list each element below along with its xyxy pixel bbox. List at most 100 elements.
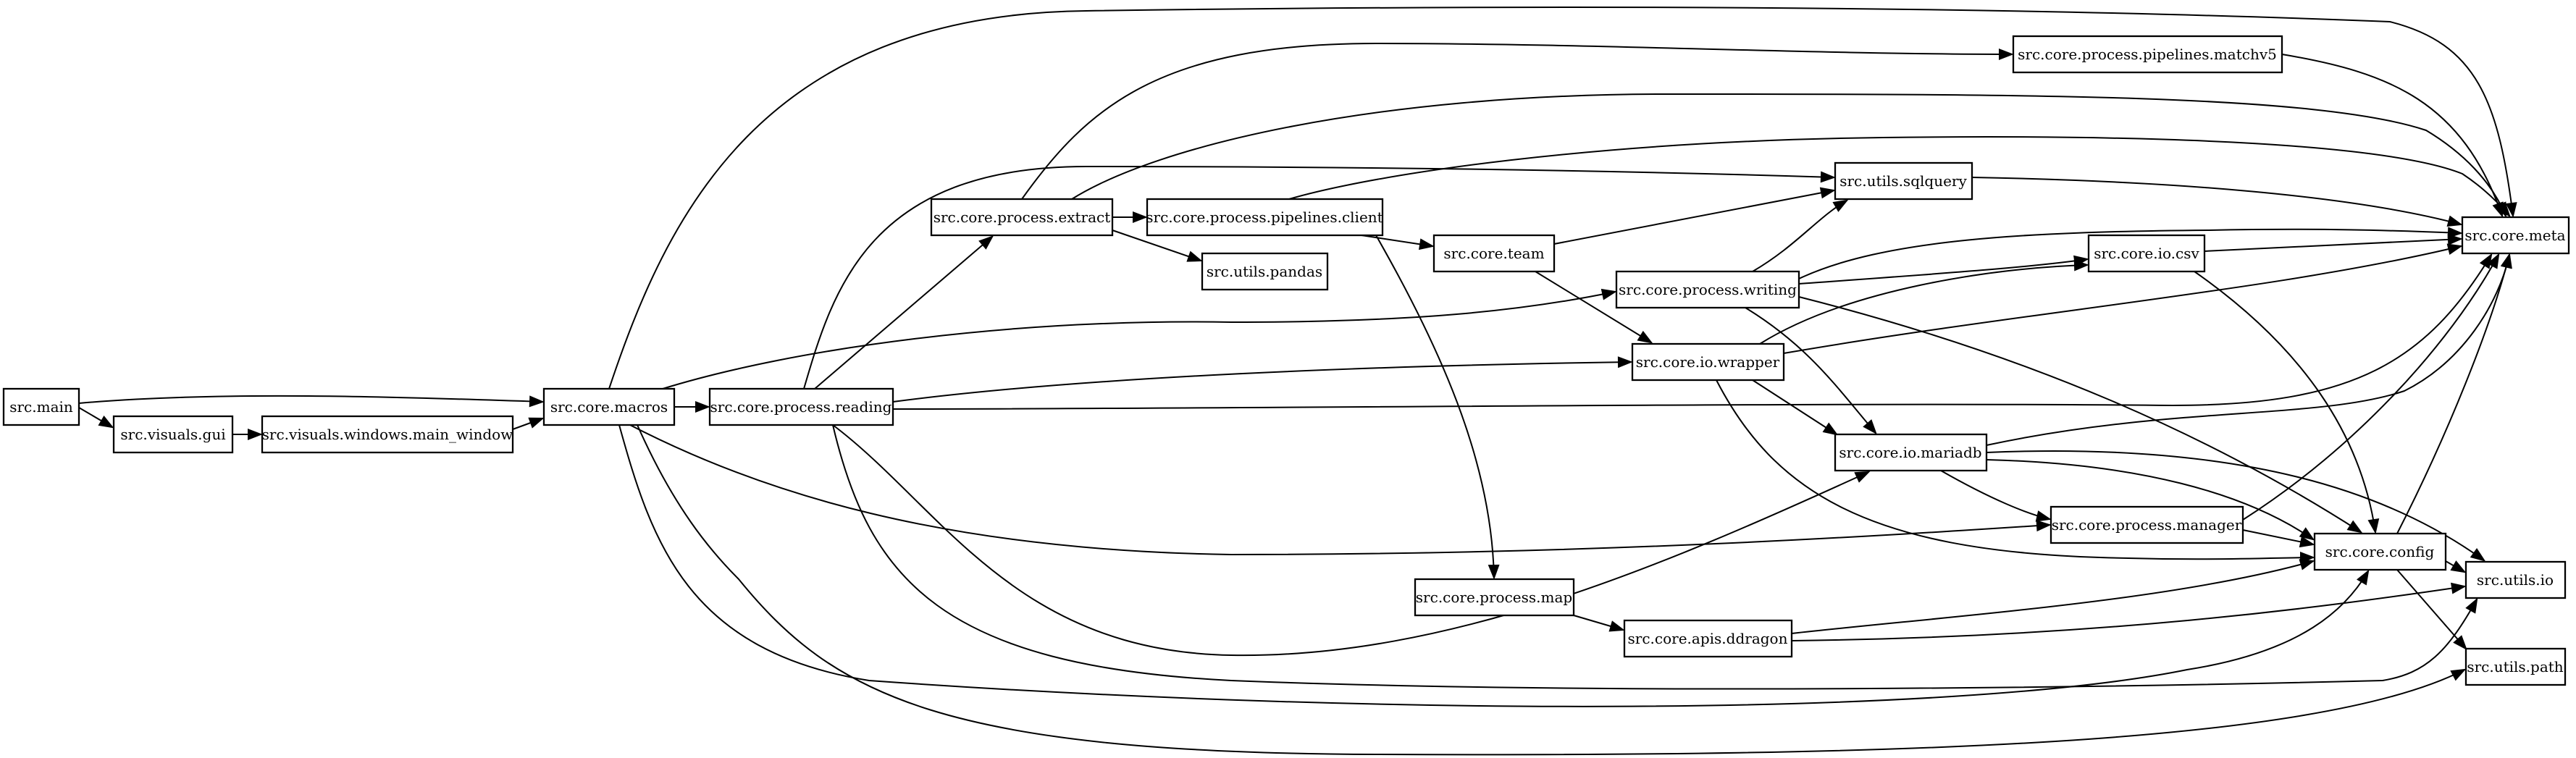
arrow-head [2367, 518, 2380, 534]
arrow-head [695, 401, 710, 413]
edge-src_core_macros-to-src_core_config [618, 424, 2370, 707]
node-src-core-process-reading[interactable]: src.core.process.reading [708, 387, 894, 426]
edge-line [1752, 200, 1847, 272]
arrow-head [1820, 171, 1836, 183]
edge-line [1535, 271, 1652, 343]
edge-src_core_io_wrapper-to-src_core_meta [1783, 243, 2463, 354]
node-src-utils-io[interactable]: src.utils.io [2464, 560, 2567, 599]
node-src-utils-path[interactable]: src.utils.path [2464, 647, 2567, 686]
edge-line [78, 395, 543, 404]
node-src-core-config[interactable]: src.core.config [2313, 532, 2447, 571]
node-label: src.visuals.gui [120, 426, 225, 443]
edge-line [1940, 470, 2050, 520]
node-label: src.core.team [1443, 245, 1544, 262]
node-src-core-io-mariadb[interactable]: src.core.io.mariadb [1834, 433, 1988, 472]
arrow-head [2299, 536, 2315, 548]
edge-src_core_process_reading-to-src_utils_sqlquery [803, 165, 1836, 389]
edge-src_main-to-src_visuals_gui [78, 407, 114, 429]
arrow-head [1819, 187, 1836, 199]
edge-src_core_io_mariadb-to-src_core_config [1986, 459, 2315, 541]
edge-src_core_process_writing-to-src_core_io_mariadb [1745, 307, 1877, 435]
node-label: src.core.process.map [1416, 589, 1572, 606]
node-label: src.utils.io [2477, 571, 2554, 589]
node-src-core-process-manager[interactable]: src.core.process.manager [2050, 505, 2244, 544]
edge-line [1791, 586, 2465, 641]
node-src-core-team[interactable]: src.core.team [1432, 234, 1556, 273]
edge-src_core_io_mariadb-to-src_core_meta [1986, 253, 2512, 446]
edge-line [832, 424, 1869, 657]
arrow-head [1608, 620, 1625, 632]
edge-line [1021, 42, 2013, 200]
node-src-visuals-windows-main-window[interactable]: src.visuals.windows.main_window [261, 415, 514, 454]
arrow-head [2450, 668, 2467, 681]
arrow-head [978, 235, 994, 250]
arrow-head [2073, 259, 2089, 271]
arrow-head [2451, 582, 2467, 594]
arrow-head [1133, 211, 1148, 223]
node-label: src.core.io.wrapper [1636, 353, 1780, 371]
edge-line [1986, 459, 2314, 540]
nodes-layer: src.main src.visuals.gui src.visuals.win… [2, 35, 2570, 686]
edge-src_core_process_writing-to-src_core_io_csv [1798, 255, 2089, 285]
edge-line [1783, 245, 2462, 354]
arrow-head [1186, 250, 1203, 262]
edge-src_core_process_reading-to-src_core_io_mariadb [832, 424, 1871, 657]
arrow-head [2470, 548, 2486, 562]
arrow-head [2479, 253, 2493, 269]
node-label: src.utils.path [2467, 658, 2563, 675]
edge-line [1798, 258, 2088, 285]
arrow-head [2447, 227, 2463, 239]
edge-src_core_process_reading-to-src_utils_io [832, 424, 2478, 690]
node-src-core-process-extract[interactable]: src.core.process.extract [930, 198, 1114, 237]
node-src-core-io-wrapper[interactable]: src.core.io.wrapper [1631, 342, 1785, 382]
node-src-utils-pandas[interactable]: src.utils.pandas [1201, 252, 1329, 291]
arrow-head [1832, 199, 1849, 212]
node-label: src.core.meta [2464, 227, 2565, 244]
node-src-core-io-csv[interactable]: src.core.io.csv [2087, 234, 2206, 273]
node-src-main[interactable]: src.main [2, 387, 80, 426]
edge-src_core_macros-to-src_core_process_writing [662, 288, 1617, 389]
node-label: src.utils.sqlquery [1839, 172, 1967, 190]
node-label: src.core.process.pipelines.matchv5 [2018, 46, 2277, 63]
edge-line [1759, 264, 2088, 345]
node-src-utils-sqlquery[interactable]: src.utils.sqlquery [1834, 161, 1973, 201]
arrow-head [2492, 201, 2504, 218]
edge-line [892, 361, 1632, 403]
arrow-head [248, 429, 263, 440]
edge-src_utils_sqlquery-to-src_core_meta [1971, 177, 2463, 227]
edges-layer [78, 7, 2517, 756]
edge-line [2281, 54, 2503, 216]
node-label: src.core.io.mariadb [1839, 444, 1981, 461]
arrow-head [1488, 564, 1500, 580]
arrow-head [2450, 560, 2467, 573]
node-src-core-process-writing[interactable]: src.core.process.writing [1615, 270, 1800, 309]
node-src-core-macros[interactable]: src.core.macros [542, 387, 676, 426]
edge-src_core_io_csv-to-src_core_meta [2204, 233, 2463, 252]
node-src-core-process-map[interactable]: src.core.process.map [1414, 578, 1575, 617]
edge-src_core_process_reading-to-src_core_io_wrapper [892, 356, 1633, 403]
node-src-core-meta[interactable]: src.core.meta [2461, 216, 2570, 255]
node-label: src.core.process.reading [710, 398, 892, 416]
edge-src_core_apis_ddragon-to-src_core_config [1791, 559, 2315, 634]
edge-src_core_process_extract-to-src_core_process_pipelines_matchv5 [1021, 42, 2014, 200]
arrow-head [2299, 527, 2315, 541]
node-src-visuals-gui[interactable]: src.visuals.gui [112, 415, 234, 454]
edge-line [1798, 296, 2362, 533]
edge-line [1986, 450, 2485, 561]
edge-src_core_io_wrapper-to-src_core_io_mariadb [1752, 379, 1839, 436]
node-label: src.core.macros [550, 398, 668, 416]
node-label: src.core.apis.ddragon [1628, 630, 1788, 647]
arrow-head [2036, 520, 2052, 532]
edge-line [1288, 136, 2510, 216]
node-src-core-apis-ddragon[interactable]: src.core.apis.ddragon [1623, 619, 1793, 658]
arrow-head [1863, 419, 1877, 435]
arrow-head [2453, 635, 2467, 651]
edge-line [1112, 229, 1201, 261]
edge-src_core_config-to-src_utils_io [2445, 560, 2467, 573]
edge-line [662, 291, 1616, 389]
edge-src_core_process_writing-to-src_utils_sqlquery [1752, 199, 1849, 272]
node-src-core-process-pipelines-matchv5[interactable]: src.core.process.pipelines.matchv5 [2012, 35, 2283, 74]
arrow-head [2357, 569, 2370, 586]
node-src-core-process-pipelines-client[interactable]: src.core.process.pipelines.client [1146, 198, 1384, 237]
arrow-head [2505, 202, 2517, 218]
